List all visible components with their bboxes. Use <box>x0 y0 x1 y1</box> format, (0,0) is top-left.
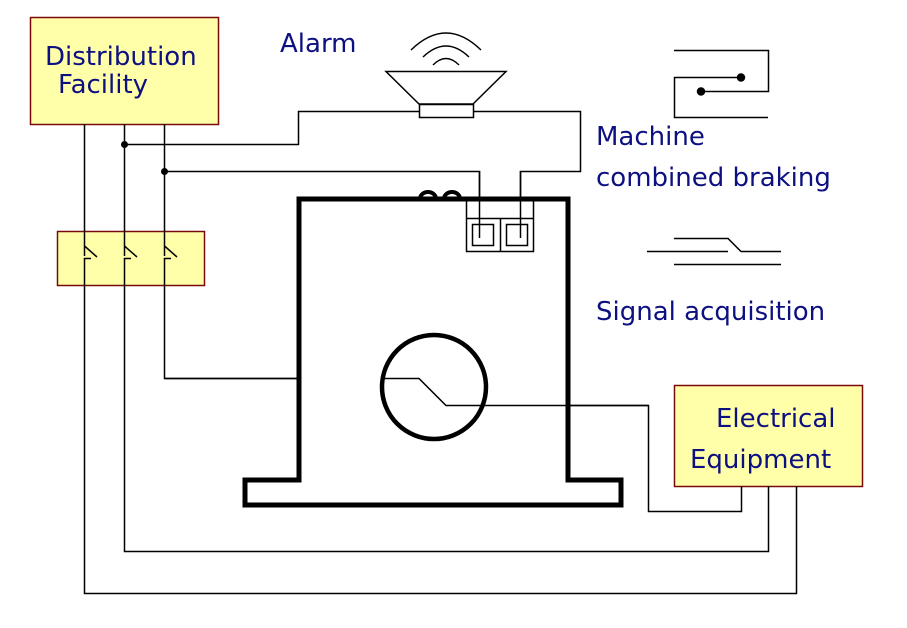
switch-pole-2 <box>123 245 138 268</box>
speaker-icon <box>384 32 508 119</box>
machine-braking-label-1: Machine <box>596 122 705 152</box>
switch-contact-icon <box>647 237 781 266</box>
alarm-label: Alarm <box>280 29 357 59</box>
switch-pole-3 <box>163 245 178 268</box>
distribution-facility-label-2: Facility <box>58 70 149 100</box>
terminal-left <box>471 223 495 247</box>
sensor-aperture <box>379 332 489 442</box>
junction-dot <box>121 141 128 148</box>
switch-pole-1 <box>83 245 98 268</box>
junction-dot <box>161 168 168 175</box>
distribution-facility-box <box>29 16 220 126</box>
split-core-current-transformer-icon <box>242 190 624 508</box>
electrical-equipment-label-1: Electrical <box>716 404 836 434</box>
breaker-contacts <box>83 245 178 268</box>
terminal-block <box>465 171 535 253</box>
relay-contact-icon <box>673 49 770 119</box>
machine-braking-label-2: combined braking <box>596 163 831 193</box>
electrical-equipment-label-2: Equipment <box>690 445 832 475</box>
wire-phase-1 <box>83 124 798 595</box>
distribution-facility-label-1: Distribution <box>45 42 197 72</box>
wire-alarm-feed <box>124 110 419 146</box>
sensor-body <box>242 196 624 508</box>
signal-acquisition-label: Signal acquisition <box>596 297 826 327</box>
terminal-right <box>505 223 529 247</box>
wire-signal-output-inner <box>382 377 649 407</box>
electrical-equipment-box <box>673 384 864 488</box>
